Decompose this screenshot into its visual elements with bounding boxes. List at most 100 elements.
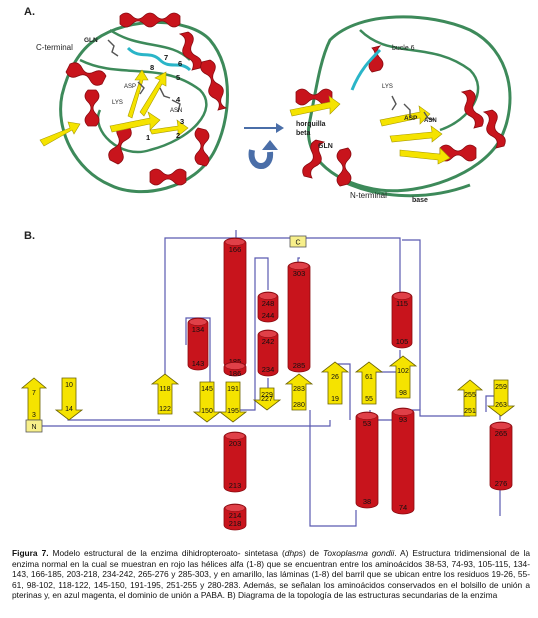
strand-top-label-s8: 26 <box>331 374 339 381</box>
helix-cap-h9 <box>392 292 412 300</box>
helix-cap-h6 <box>258 292 278 300</box>
horquilla-label: horquilla <box>296 121 326 128</box>
helix-top-label-h4: 203 <box>229 439 242 448</box>
helix-bottom-label-h10: 38 <box>363 497 371 506</box>
helix-cap-h7 <box>258 330 278 338</box>
n-terminus-label: N <box>31 424 36 431</box>
helix-top-label-h9: 115 <box>396 299 408 308</box>
strand-s12: 259 263 <box>486 379 516 417</box>
helix-h10: 53 38 <box>355 411 379 509</box>
strand-top-label-s6: 229 <box>261 392 273 399</box>
helix-top-label-h6: 248 <box>262 299 275 308</box>
helix-bottom-label-h4: 213 <box>229 481 242 490</box>
strand-top-label-s2: 10 <box>65 382 73 389</box>
strand-number-3: 3 <box>180 117 184 126</box>
topology-diagram: 1661851341431862032132142182482442422343… <box>20 230 516 531</box>
lys-label-right: LYS <box>382 84 393 90</box>
helix-h12: 265 276 <box>489 421 513 491</box>
helix-cap-h1 <box>224 238 246 246</box>
asn-label-right: ASN <box>424 118 437 124</box>
asp-label-left: ASP <box>124 84 136 90</box>
topology-loops <box>34 230 501 527</box>
strand-number-8: 8 <box>150 63 154 72</box>
helix-cap-h10 <box>356 412 378 420</box>
helix-body-h8 <box>287 261 311 373</box>
helix-cap-h8 <box>288 262 310 270</box>
strand-top-label-s12: 259 <box>495 384 507 391</box>
helix-bottom-label-h11: 74 <box>399 503 407 512</box>
n-terminal-label: N-terminal <box>350 191 387 200</box>
strand-number-5: 5 <box>176 73 180 82</box>
helix-bottom-label-h12: 276 <box>495 479 508 488</box>
strand-bottom-label-s12: 263 <box>495 402 507 409</box>
helix-layer: 1661851341431862032132142182482442422343… <box>187 237 513 531</box>
helix-body-h7 <box>257 329 279 377</box>
strand-bottom-label-s10: 98 <box>399 390 407 397</box>
strand-arrow-s6 <box>252 387 282 411</box>
strand-number-6: 6 <box>178 59 182 68</box>
helix-top-label-h12: 265 <box>495 429 508 438</box>
strand-top-label-s4: 145 <box>201 386 213 393</box>
strand-arrow-s4 <box>192 381 222 423</box>
helix-cap-h11 <box>392 408 414 416</box>
strand-number-4: 4 <box>176 95 181 104</box>
helix-bottom-label-h1: 185 <box>229 357 242 366</box>
strand-layer: 7310141181221451501911952292272832802619… <box>20 355 516 423</box>
strand-bottom-label-s4: 150 <box>201 408 213 415</box>
helix-bottom-label-h7: 234 <box>262 365 275 374</box>
lys-label-left: LYS <box>112 100 123 106</box>
strand-arrow-s10 <box>388 355 418 399</box>
strand-bottom-label-s6: 227 <box>261 396 273 403</box>
strand-top-label-s9: 61 <box>365 374 373 381</box>
strand-arrow-s7 <box>284 373 314 411</box>
caption-text-1: Modelo estructural de la enzima dihidrop… <box>48 548 285 558</box>
strand-arrow-s11 <box>456 379 484 417</box>
figure-caption: Figura 7. Modelo estructural de la enzim… <box>12 548 530 601</box>
strand-s9: 61 55 <box>354 361 384 405</box>
bucle-6-label: bucle 6 <box>392 45 415 52</box>
helix-bottom-label-h8: 285 <box>293 361 306 370</box>
c-terminal-label: C-terminal <box>36 43 73 52</box>
asp-label-right: ASP <box>404 115 418 122</box>
caption-text-2: ) de <box>302 548 324 558</box>
helix-body-h6 <box>257 291 279 323</box>
helix-h11: 93 74 <box>391 407 415 515</box>
strand-s1: 73 <box>20 377 48 421</box>
base-label: base <box>412 197 428 204</box>
helix-bottom-label-h6: 244 <box>262 311 275 320</box>
helix-top-label-h11: 93 <box>399 415 407 424</box>
helix-top-label-h10: 53 <box>363 419 371 428</box>
strand-bottom-label-s1: 3 <box>32 412 36 419</box>
helix-body-h1 <box>223 237 247 369</box>
strand-arrow-s8 <box>320 361 350 405</box>
strand-top-label-s11: 255 <box>464 392 476 399</box>
n-terminus-box: N <box>25 419 43 433</box>
strand-bottom-label-s11: 251 <box>464 408 476 415</box>
strand-bottom-label-s9: 55 <box>365 396 373 403</box>
helix-body-h2 <box>187 317 209 371</box>
rotation-arrow <box>244 123 284 169</box>
strand-number-1: 1 <box>146 133 150 142</box>
helix-body-h4 <box>223 431 247 493</box>
beta-label: beta <box>296 130 311 137</box>
strand-number-2: 2 <box>176 131 180 140</box>
strand-top-label-s5: 191 <box>227 386 239 393</box>
helix-bottom-label-h9: 105 <box>396 337 409 346</box>
helix-body-h12 <box>489 421 513 491</box>
caption-text-3: . A) Estructura tridimensional de la enz… <box>12 548 531 601</box>
helix-body-h9 <box>391 291 413 349</box>
helix-body-h11 <box>391 407 415 515</box>
strand-arrow-s3 <box>150 373 180 415</box>
panel-b-label: B. <box>24 230 35 242</box>
strand-arrow-s1 <box>20 377 48 421</box>
helix-top-label-h5: 214 <box>229 511 242 520</box>
strand-arrow-s12 <box>486 379 516 417</box>
c-terminus-box: C <box>289 235 307 248</box>
